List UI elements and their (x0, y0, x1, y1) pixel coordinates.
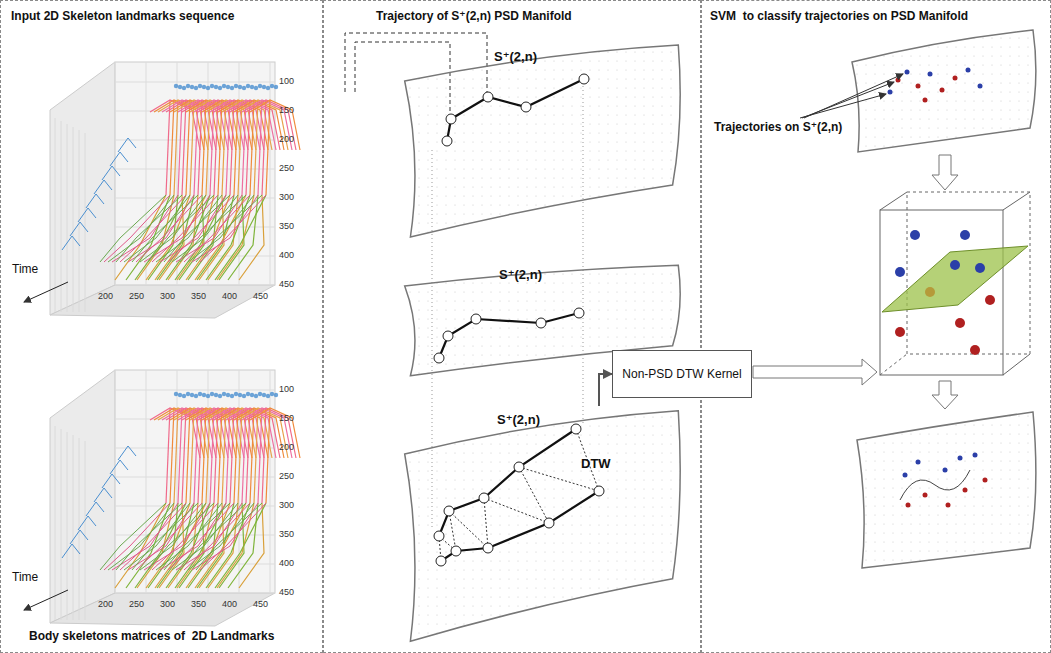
axis-tick: 200 (98, 599, 113, 609)
manifold-label: S⁺(2,n) (499, 267, 542, 282)
annotation: Time (12, 262, 38, 276)
axis-tick: 300 (160, 599, 175, 609)
axis-tick: 100 (279, 76, 294, 86)
flow-arrow (932, 155, 958, 190)
panel-heading: Input 2D Skeleton landmarks sequence (11, 9, 234, 23)
axis-tick: 450 (253, 599, 268, 609)
axis-tick: 450 (279, 279, 294, 289)
manifold-sheet (857, 412, 1036, 568)
axis-tick: 150 (279, 105, 294, 115)
flow-arrow (753, 359, 877, 385)
manifold-sheet (399, 41, 684, 241)
axis-tick: 350 (279, 221, 294, 231)
manifold-sheet (399, 406, 684, 646)
manifold-sheet (852, 30, 1036, 152)
axis-tick: 450 (279, 587, 294, 597)
skeleton-plot (24, 370, 300, 626)
axis-tick: 300 (279, 500, 294, 510)
axis-tick: 250 (129, 291, 144, 301)
axis-tick: 200 (279, 442, 294, 452)
axis-tick: 350 (279, 529, 294, 539)
manifold-node: S⁺(2,n) DTW (399, 406, 684, 646)
axis-tick: 300 (160, 291, 175, 301)
manifold-label: DTW (581, 456, 611, 471)
annotation: Trajectories on S⁺(2,n) (714, 120, 842, 134)
skeleton-plot (24, 62, 300, 318)
panel-heading: Trajectory of S⁺(2,n) PSD Manifold (376, 9, 572, 23)
axis-tick: 200 (98, 291, 113, 301)
panel: Input 2D Skeleton landmarks sequenceBody… (0, 0, 323, 653)
box-label: Non-PSD DTW Kernel (622, 367, 741, 381)
axis-tick: 400 (279, 250, 294, 260)
axis-tick: 450 (253, 291, 268, 301)
axis-tick: 150 (279, 413, 294, 423)
axis-tick: 350 (191, 291, 206, 301)
manifold-node: S⁺(2,n) (399, 41, 684, 241)
data-points (895, 230, 995, 355)
axis-tick: 400 (222, 291, 237, 301)
axis-tick: 400 (279, 558, 294, 568)
process-box: Non-PSD DTW Kernel (612, 350, 752, 398)
panel: SVM to classify trajectories on PSD Mani… (701, 0, 1051, 653)
axis-tick: 400 (222, 599, 237, 609)
axis-tick: 200 (279, 134, 294, 144)
manifold-label: S⁺(2,n) (497, 412, 540, 427)
feature-space-cube (880, 192, 1030, 375)
data-points (903, 453, 988, 508)
axis-tick: 250 (279, 471, 294, 481)
manifold-label: S⁺(2,n) (494, 49, 537, 64)
decision-curve (900, 470, 970, 500)
data-points (888, 68, 983, 103)
panel-heading: SVM to classify trajectories on PSD Mani… (710, 9, 968, 23)
axis-tick: 250 (129, 599, 144, 609)
panel: Trajectory of S⁺(2,n) PSD ManifoldS⁺(2,n… (323, 0, 701, 653)
separating-hyperplane (882, 246, 1028, 312)
connector (599, 374, 612, 406)
flow-arrow (932, 381, 958, 409)
axis-tick: 250 (279, 163, 294, 173)
axis-tick: 350 (191, 599, 206, 609)
pointer-arrow (804, 74, 903, 118)
panel-heading: Body skeletons matrices of 2D Landmarks (29, 629, 274, 643)
annotation: Time (12, 570, 38, 584)
axis-tick: 100 (279, 384, 294, 394)
axis-tick: 300 (279, 192, 294, 202)
